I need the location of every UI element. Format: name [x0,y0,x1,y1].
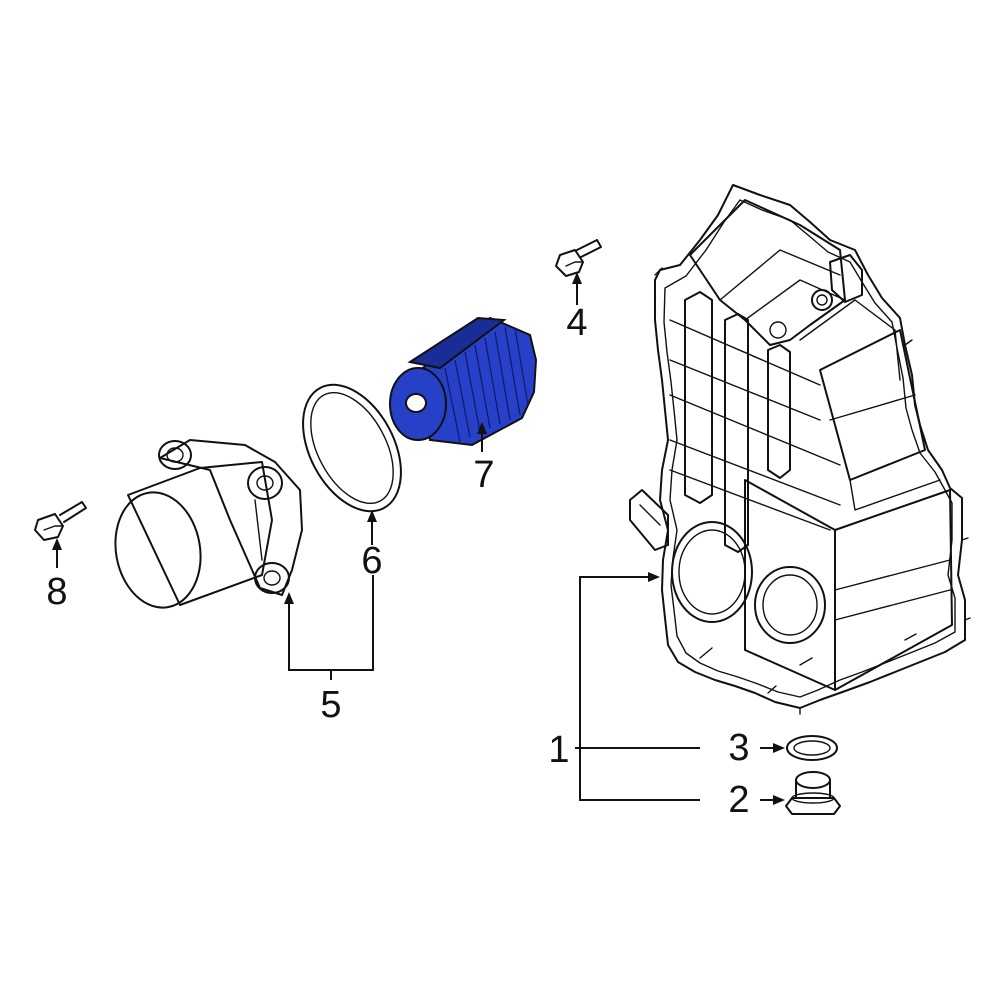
callout-2: 2 [728,779,749,821]
transmission-case-icon[interactable] [629,184,971,715]
o-ring-icon[interactable] [283,368,421,528]
washer-icon[interactable] [786,735,838,761]
callout-5: 5 [320,684,341,726]
leader-lines [52,272,785,805]
oil-filter-icon[interactable] [389,316,538,447]
filter-cover-icon[interactable] [107,439,303,614]
callout-6: 6 [361,540,382,582]
callout-8: 8 [46,571,67,613]
callout-4: 4 [566,302,587,344]
bolt-icon[interactable] [34,501,87,541]
callout-1: 1 [548,729,569,771]
bolt-icon[interactable] [555,239,602,277]
callout-3: 3 [728,727,749,769]
drain-plug-icon[interactable] [785,771,841,815]
callout-7: 7 [473,454,494,496]
